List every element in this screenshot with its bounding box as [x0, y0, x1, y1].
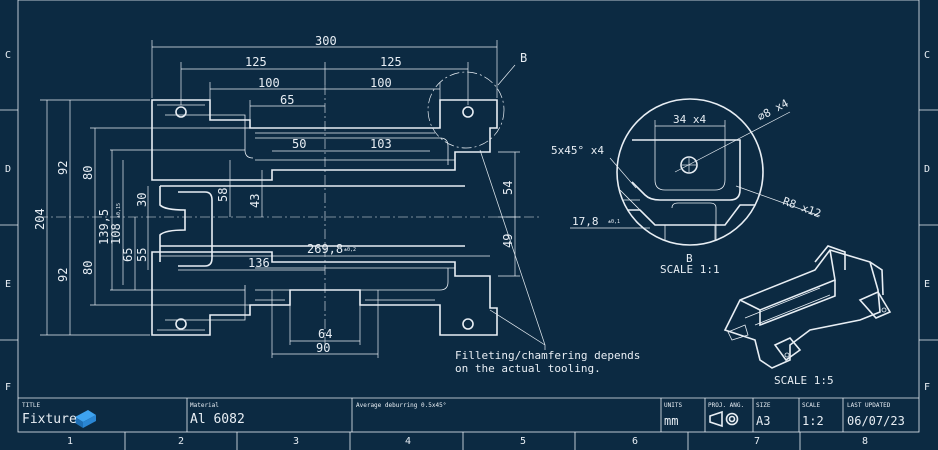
- dim-139-5: 139,5: [97, 209, 111, 245]
- zone-row-e-right: E: [924, 279, 930, 290]
- detail-dim-hole: ⌀8 x4: [755, 96, 791, 123]
- deburring-note: Average deburring 0.5x45°: [356, 402, 447, 409]
- zone-row-d-left: D: [5, 164, 11, 175]
- scale-value: 1:2: [802, 414, 824, 428]
- detail-dim-17-8-tol: ±0,1: [608, 219, 620, 225]
- zone-row-c-right: C: [924, 50, 930, 61]
- zone-row-c-left: C: [5, 50, 11, 61]
- size-value: A3: [756, 414, 771, 428]
- units-label: UNITS: [664, 402, 683, 409]
- dim-92-bottom: 92: [56, 268, 70, 282]
- dim-100-right: 100: [370, 76, 392, 90]
- tooling-note-line-2: on the actual tooling.: [455, 362, 601, 375]
- dim-108: 108: [109, 223, 123, 245]
- dim-49: 49: [501, 234, 515, 248]
- dim-136: 136: [248, 256, 270, 270]
- dim-108-tol: ±0,15: [116, 203, 122, 218]
- detail-b-callout: B: [520, 51, 527, 65]
- dim-55: 55: [135, 248, 149, 262]
- zone-row-f-right: F: [924, 382, 930, 393]
- dim-30: 30: [135, 193, 149, 207]
- proj-angle-label: PROJ. ANG.: [708, 402, 745, 409]
- plan-view: B 300 125 125 100 100 65 50 103 204 92 9…: [33, 34, 546, 358]
- dim-204: 204: [33, 208, 47, 230]
- title-label: TITLE: [22, 402, 41, 409]
- zone-col-7: 7: [754, 436, 760, 447]
- fixture-logo-icon: [75, 410, 96, 428]
- scale-label: SCALE: [802, 402, 821, 409]
- tooling-note-line-1: Filleting/chamfering depends: [455, 349, 640, 362]
- sheet-frame: [17, 0, 920, 433]
- dim-64: 64: [318, 327, 332, 341]
- zone-col-5: 5: [520, 436, 526, 447]
- material-value: Al 6082: [190, 412, 245, 427]
- dim-80-bottom: 80: [81, 261, 95, 275]
- zone-col-3: 3: [293, 436, 299, 447]
- zone-row-e-left: E: [5, 279, 11, 290]
- dim-65-vertical: 65: [121, 248, 135, 262]
- dim-125-right: 125: [380, 55, 402, 69]
- dim-65: 65: [280, 93, 294, 107]
- dim-80-top: 80: [81, 166, 95, 180]
- isometric-view: [723, 245, 892, 369]
- detail-b-view: 34 x4 ⌀8 x4 5x45° x4 R8 x12 17,8 ±0,1 B …: [551, 96, 823, 276]
- dim-43: 43: [248, 194, 262, 208]
- dim-125-left: 125: [245, 55, 267, 69]
- last-updated-label: LAST UPDATED: [847, 402, 891, 409]
- detail-fillet: R8 x12: [781, 195, 823, 221]
- zone-col-6: 6: [632, 436, 638, 447]
- detail-label-b: B: [686, 252, 693, 265]
- title-value: Fixture: [22, 412, 77, 427]
- detail-scale: SCALE 1:1: [660, 263, 720, 276]
- units-value: mm: [664, 414, 679, 428]
- detail-dim-17-8: 17,8: [572, 215, 599, 228]
- dim-269-8-tol: ±0,2: [344, 247, 356, 253]
- dim-90: 90: [316, 341, 330, 355]
- projection-angle-icon: [709, 410, 739, 428]
- size-label: SIZE: [756, 402, 771, 409]
- zone-col-2: 2: [178, 436, 184, 447]
- dim-300: 300: [315, 34, 337, 48]
- last-updated-value: 06/07/23: [847, 414, 905, 428]
- zone-col-1: 1: [67, 436, 73, 447]
- dim-269-8: 269,8: [307, 242, 343, 256]
- dim-58: 58: [216, 188, 230, 202]
- zone-row-d-right: D: [924, 164, 930, 175]
- iso-scale: SCALE 1:5: [774, 374, 834, 387]
- detail-dim-34: 34 x4: [673, 113, 706, 126]
- zone-col-4: 4: [405, 436, 411, 447]
- detail-chamfer: 5x45° x4: [551, 144, 604, 157]
- dim-100-left: 100: [258, 76, 280, 90]
- dim-103: 103: [370, 137, 392, 151]
- dim-54: 54: [501, 181, 515, 195]
- dim-50: 50: [292, 137, 306, 151]
- zone-col-8: 8: [862, 436, 868, 447]
- dim-92-top: 92: [56, 161, 70, 175]
- zone-row-f-left: F: [5, 382, 11, 393]
- material-label: Material: [190, 402, 219, 409]
